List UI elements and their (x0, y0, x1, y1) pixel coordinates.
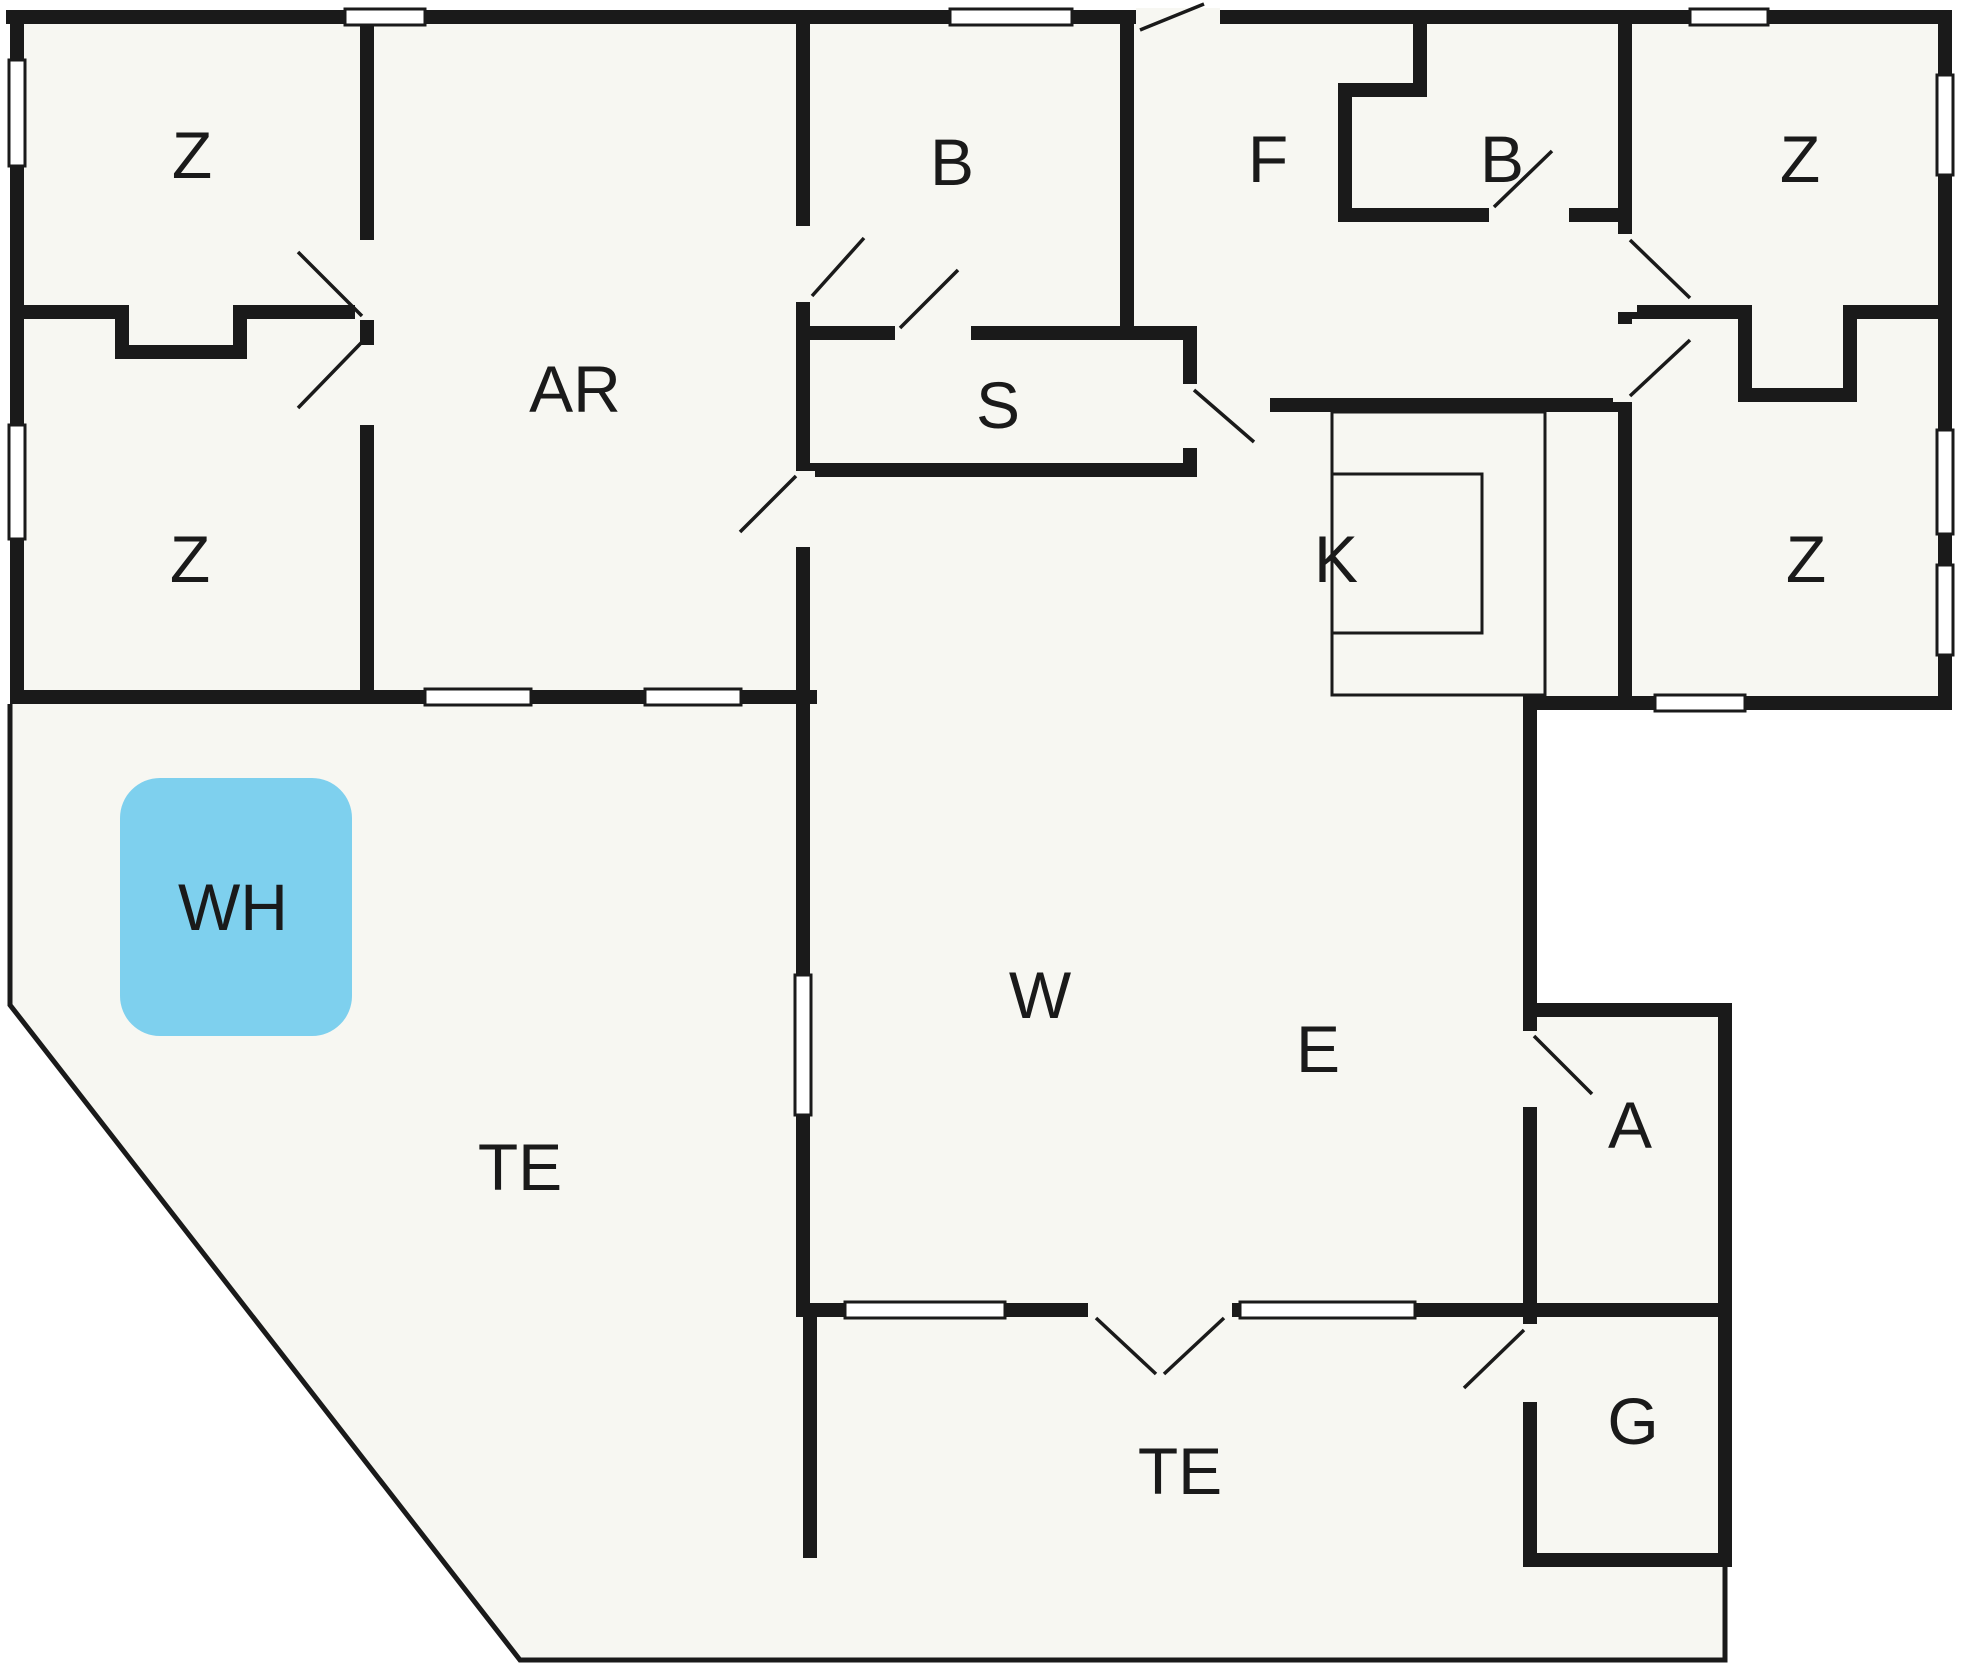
room-label-te-bottom: TE (1138, 1434, 1222, 1508)
window-w-left (793, 973, 813, 1117)
room-labels: Z AR B F B Z Z S K Z WH TE W E A G TE (170, 118, 1826, 1508)
window-left-2 (7, 423, 27, 541)
room-label-z-top-left: Z (172, 118, 212, 192)
terrace-outline (7, 704, 1728, 1663)
room-label-g: G (1607, 1384, 1658, 1458)
window-left-1 (7, 58, 27, 168)
room-label-w: W (1009, 958, 1072, 1032)
windows (7, 7, 1955, 1320)
room-label-wh: WH (178, 870, 288, 944)
window-top-1 (343, 7, 427, 27)
window-ar-2 (643, 687, 743, 707)
window-right-2 (1935, 428, 1955, 536)
window-top-3 (1688, 7, 1770, 27)
window-right-3 (1935, 563, 1955, 657)
window-w-bottom-2 (1238, 1300, 1417, 1320)
room-label-e: E (1296, 1012, 1340, 1086)
window-right-1 (1935, 73, 1955, 177)
room-label-k: K (1314, 522, 1358, 596)
room-label-ar: AR (529, 352, 621, 426)
door-gaps (355, 8, 1637, 1402)
window-z-bottom (1653, 693, 1747, 713)
door-leaves (296, 2, 1692, 1390)
kitchen-counter (1330, 410, 1547, 697)
room-label-b-top: B (930, 125, 974, 199)
window-ar-1 (423, 687, 533, 707)
room-label-a: A (1608, 1088, 1652, 1162)
room-label-z-mid-left: Z (170, 522, 210, 596)
floor-annex-block (1523, 1010, 1725, 1560)
floor-terrace (10, 704, 1725, 1660)
floor-living-block (796, 330, 1537, 1317)
room-label-b-right: B (1480, 122, 1524, 196)
room-label-z-mid-right: Z (1786, 522, 1826, 596)
window-top-2 (948, 7, 1074, 27)
room-label-f: F (1248, 122, 1288, 196)
room-label-z-top-right: Z (1780, 122, 1820, 196)
whirlpool-shape (120, 778, 352, 1036)
window-w-bottom-1 (843, 1300, 1007, 1320)
room-label-te-left: TE (478, 1130, 562, 1204)
room-label-s: S (976, 368, 1020, 442)
